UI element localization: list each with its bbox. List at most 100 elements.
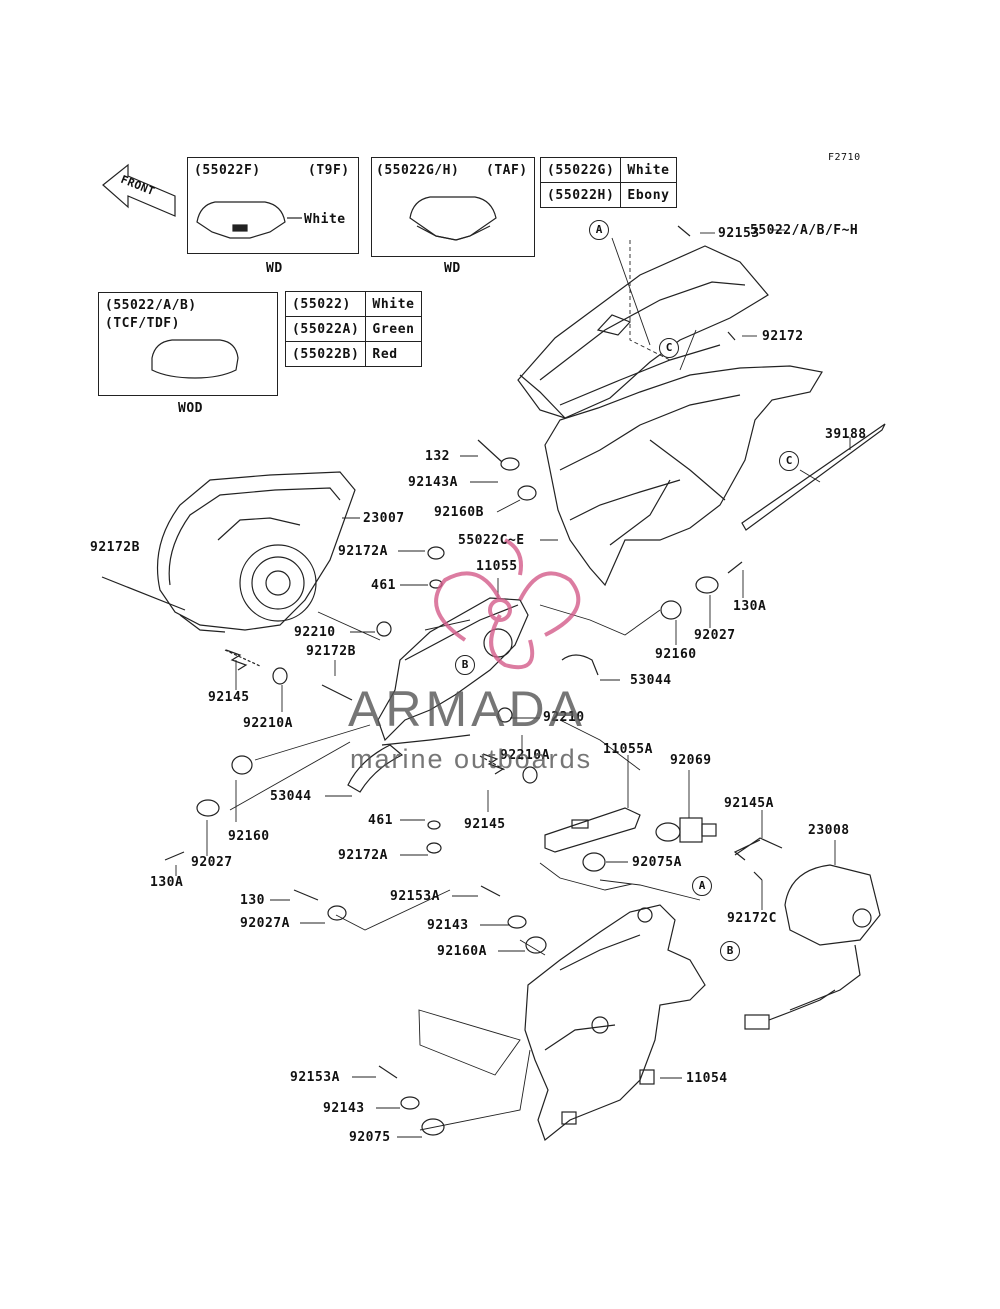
part-label: 92069 <box>670 753 712 768</box>
inset-tcf: (55022/A/B) (TCF/TDF) <box>98 292 278 396</box>
part-label: 11054 <box>686 1071 728 1086</box>
inset-tcf-model: (TCF/TDF) <box>105 316 180 331</box>
part-label: 130A <box>150 875 184 890</box>
part-label: 92172A <box>338 544 388 559</box>
part-label: 55022C~E <box>458 533 525 548</box>
callout-c-right: C <box>779 451 799 471</box>
table-cell: (55022G) <box>539 157 622 183</box>
inset-t9f-caption: WD <box>266 261 283 276</box>
callout-a-bottom: A <box>692 876 712 896</box>
bulb-92069-shape <box>655 817 717 843</box>
part-label: 92172A <box>338 848 388 863</box>
table-row: (55022)White <box>284 291 422 317</box>
part-label: 55022/A/B/F~H <box>750 223 859 238</box>
table-cell: White <box>365 291 422 317</box>
inset-t9f-model: (T9F) <box>308 163 350 178</box>
part-label: 92027A <box>240 916 290 931</box>
callout-b-bottom: B <box>720 941 740 961</box>
table-row: (55022H)Ebony <box>539 182 677 208</box>
part-label: 92210 <box>543 710 585 725</box>
part-label: 23007 <box>363 511 405 526</box>
shield-tcf-icon <box>151 339 239 379</box>
hose-53044-right <box>561 654 599 676</box>
inset-t9f: (55022F) (T9F) White <box>187 157 359 254</box>
strip-39188-shape <box>741 423 886 531</box>
shield-t9f-icon <box>196 201 286 239</box>
inset-t9f-color: White <box>304 212 346 227</box>
color-table-ab: (55022)White (55022A)Green (55022B)Red <box>284 291 422 367</box>
watermark-brand: ARMADA <box>348 681 586 737</box>
part-label: 92160B <box>434 505 484 520</box>
table-cell: (55022H) <box>539 182 622 208</box>
hose-53044-left <box>347 744 404 793</box>
watermark-tagline: marine outboards <box>350 744 593 774</box>
upper-cowl-shape <box>517 245 769 419</box>
table-cell: (55022B) <box>284 341 367 367</box>
part-label: 92210 <box>294 625 336 640</box>
table-row: (55022A)Green <box>284 316 422 342</box>
part-label: 92143 <box>427 918 469 933</box>
part-label: 92153A <box>390 889 440 904</box>
part-label: 92075 <box>349 1130 391 1145</box>
table-cell: Red <box>365 341 422 367</box>
part-label: 92160 <box>655 647 697 662</box>
part-label: 92145 <box>208 690 250 705</box>
table-row: (55022G)White <box>539 157 677 183</box>
part-label: 461 <box>371 578 396 593</box>
part-label: 130 <box>240 893 265 908</box>
shield-taf-icon <box>409 196 497 241</box>
part-label: 92160A <box>437 944 487 959</box>
plate-11055A-shape <box>544 807 641 853</box>
part-label: 92160 <box>228 829 270 844</box>
part-label: 92172B <box>90 540 140 555</box>
inset-tcf-caption: WOD <box>178 401 203 416</box>
bracket-11054-shape <box>524 904 706 1141</box>
table-cell: (55022A) <box>284 316 367 342</box>
callout-c-top: C <box>659 338 679 358</box>
part-label: 92145 <box>464 817 506 832</box>
part-label: 92143 <box>323 1101 365 1116</box>
part-label: 23008 <box>808 823 850 838</box>
callout-a-top: A <box>589 220 609 240</box>
inset-taf: (55022G/H) (TAF) <box>371 157 535 257</box>
headlight-23007-shape <box>156 471 356 633</box>
table-cell: Ebony <box>620 182 677 208</box>
leader-lines <box>175 229 851 1138</box>
table-row: (55022B)Red <box>284 341 422 367</box>
part-label: 53044 <box>270 789 312 804</box>
part-label: 92027 <box>694 628 736 643</box>
part-label: 11055 <box>476 559 518 574</box>
inset-t9f-part: (55022F) <box>194 163 261 178</box>
part-label: 132 <box>425 449 450 464</box>
table-cell: (55022) <box>284 291 367 317</box>
inset-tcf-part: (55022/A/B) <box>105 298 197 313</box>
part-label: 92075A <box>632 855 682 870</box>
part-label: 130A <box>733 599 767 614</box>
part-label: 92027 <box>191 855 233 870</box>
part-label: 11055A <box>603 742 653 757</box>
figure-code: F2710 <box>828 152 861 163</box>
lamp-23008-shape <box>744 864 881 1030</box>
callout-b-mid: B <box>455 655 475 675</box>
fastener-marks <box>101 225 763 1136</box>
front-arrow-icon <box>102 163 176 217</box>
inset-taf-model: (TAF) <box>486 163 528 178</box>
part-label: 461 <box>368 813 393 828</box>
part-label: 92153 <box>718 226 760 241</box>
part-label: 92153A <box>290 1070 340 1085</box>
part-label: 92210A <box>243 716 293 731</box>
table-cell: White <box>620 157 677 183</box>
part-label: 92210A <box>500 748 550 763</box>
part-label: 92145A <box>724 796 774 811</box>
part-label: 53044 <box>630 673 672 688</box>
part-label: 92172B <box>306 644 356 659</box>
watermark-logo-icon <box>434 538 581 670</box>
part-label: 39188 <box>825 427 867 442</box>
clip-92145A-shape <box>733 837 783 861</box>
inner-panel-shape <box>544 365 823 587</box>
part-label: 92172 <box>762 329 804 344</box>
table-cell: Green <box>365 316 422 342</box>
inset-taf-caption: WD <box>444 261 461 276</box>
